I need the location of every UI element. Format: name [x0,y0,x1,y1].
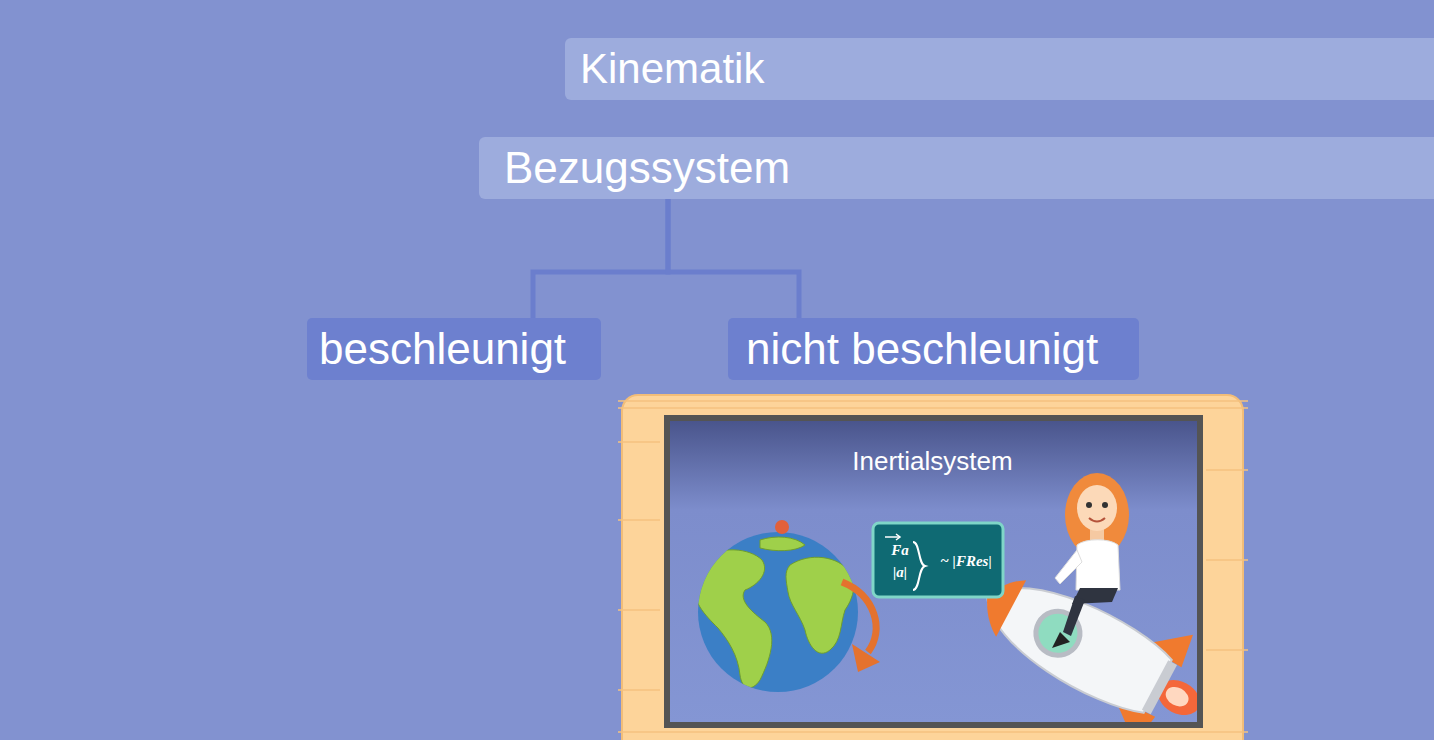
formula-box: Fa |a| ~ |FRes| [873,523,1003,597]
formula-box-text: Fa [885,542,915,559]
category-band-text: Kinematik [580,45,764,93]
branch-box-text: nicht beschleunigt [746,324,1098,375]
category-band: Bezugssystem [479,137,1434,199]
formula-box-text: |a| [885,564,915,581]
tree-connector [533,199,668,318]
branch-box: beschleunigt [307,318,601,380]
person-figure [1052,473,1129,648]
board-frame [618,395,1248,740]
earth-globe [694,520,880,692]
formula-box [873,523,1003,597]
board-panel-text: Inertialsystem [622,447,1243,477]
category-band: Kinematik [565,38,1434,100]
tree-connector [668,199,799,318]
category-band-text: Bezugssystem [504,143,790,194]
branch-box-text: beschleunigt [319,324,566,375]
branch-box: nicht beschleunigt [728,318,1139,380]
board-panel: InertialsystemFa |a| ~ |FRes| [622,395,1243,740]
formula-box-text: ~ |FRes| [929,553,1003,570]
